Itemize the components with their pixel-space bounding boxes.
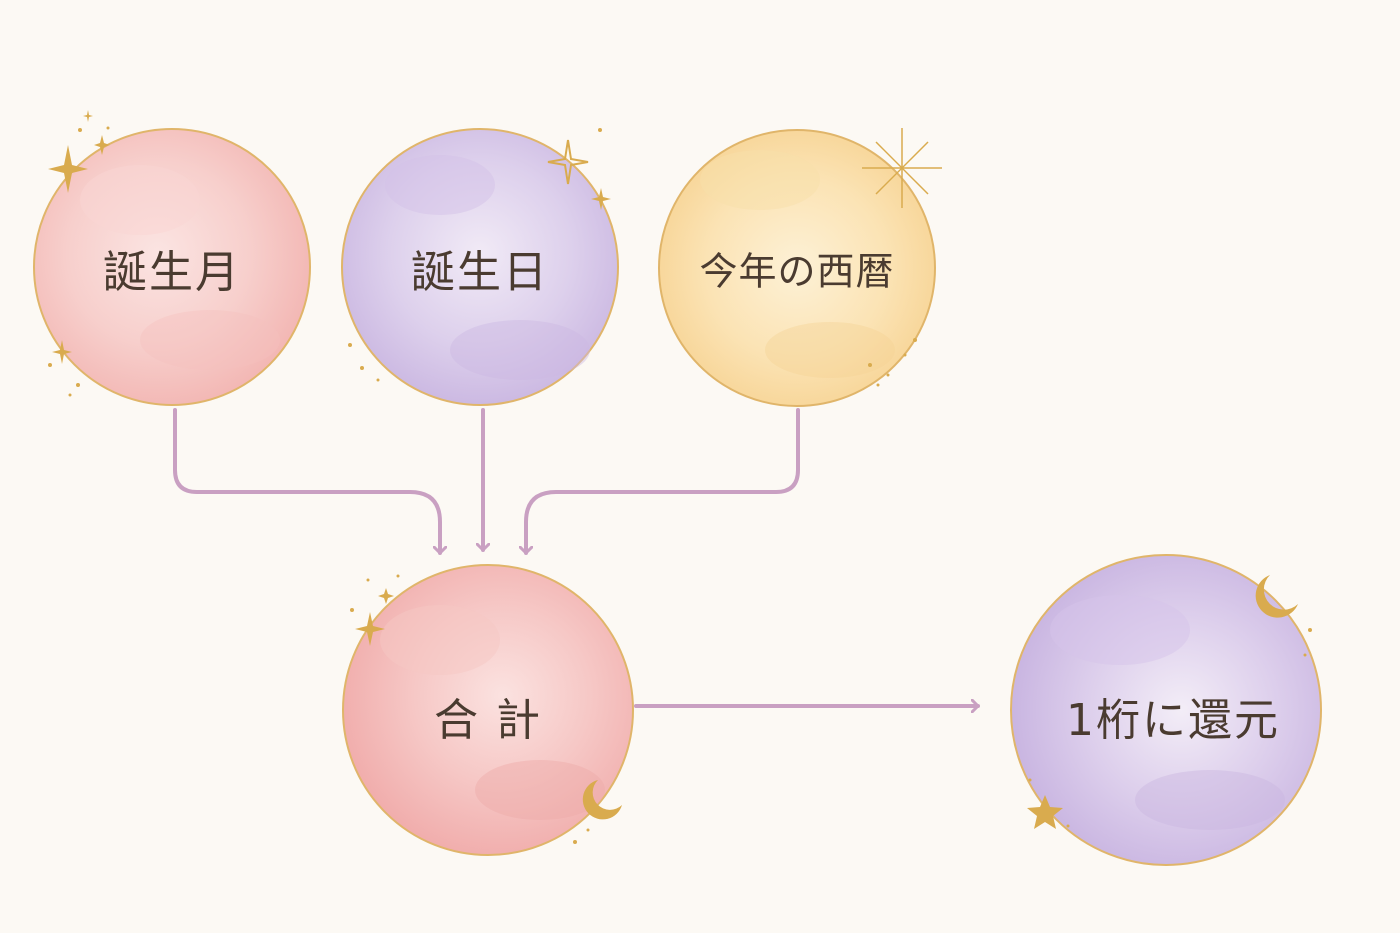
starburst-icon (862, 128, 942, 387)
node-reduce (1010, 554, 1322, 866)
reduce-label: 1桁に還元 (1066, 695, 1280, 746)
birth-month-label: 誕生月 (103, 247, 241, 298)
node-birth-month (33, 128, 311, 406)
node-current-year (658, 129, 936, 407)
arrow-birth-month-to-sum (173, 408, 440, 555)
sparkle-icon (350, 574, 590, 844)
current-year-label: 今年の西暦 (699, 249, 895, 294)
sparkle-icon (48, 110, 110, 397)
node-birth-day (341, 128, 619, 406)
crescent-moon-icon (1255, 575, 1312, 657)
arrow-current-year-to-sum (526, 408, 800, 555)
star-icon (1027, 778, 1070, 829)
birth-day-label: 誕生日 (411, 247, 549, 298)
sum-label: 合 計 (434, 695, 542, 746)
sparkle-icon (348, 128, 611, 382)
crescent-moon-icon (582, 780, 622, 820)
node-sum (342, 564, 634, 856)
